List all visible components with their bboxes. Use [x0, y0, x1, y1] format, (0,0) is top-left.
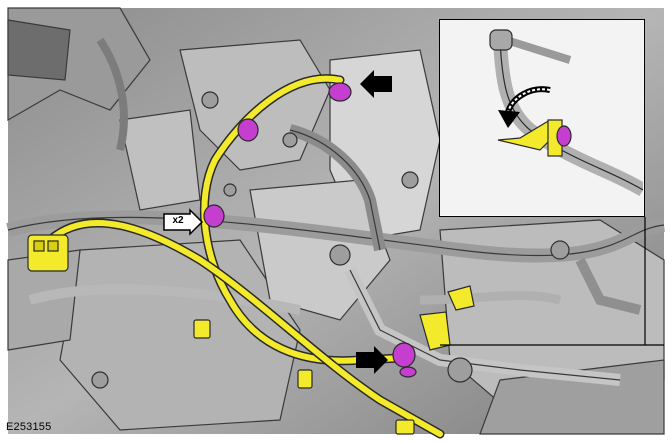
arrow-right-icon: [356, 346, 388, 374]
hose-clips: [203, 82, 417, 378]
hose-connector: [27, 234, 415, 435]
quantity-arrow-icon: [163, 208, 204, 236]
rotate-arrow-icon: [498, 86, 551, 128]
detail-inset: [439, 19, 647, 217]
inset-drawing: [440, 20, 647, 215]
quantity-label: x2: [172, 215, 184, 226]
arrow-right-icon: [360, 70, 392, 98]
bolt-heads: [91, 91, 570, 389]
highlighted-hose: [45, 74, 445, 439]
yellow-bracket: [419, 285, 475, 351]
figure-code: E253155: [6, 421, 52, 433]
